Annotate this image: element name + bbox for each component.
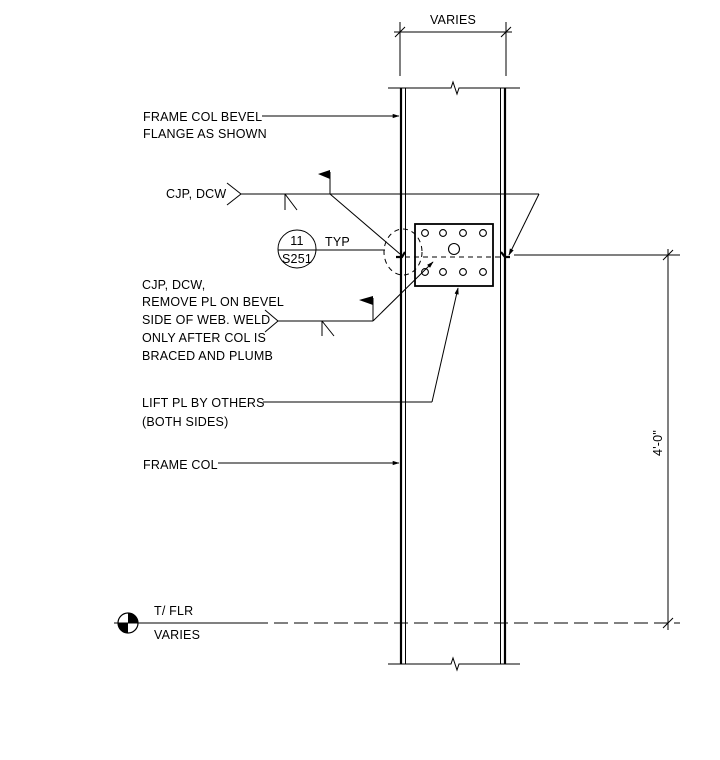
bottom-break-line xyxy=(388,656,520,672)
web-joint xyxy=(383,228,510,276)
frame-column xyxy=(388,80,520,672)
weld-bottom-line2: REMOVE PL ON BEVEL xyxy=(142,295,284,309)
weld-symbol-bottom: CJP, DCW, REMOVE PL ON BEVEL SIDE OF WEB… xyxy=(142,261,434,363)
frame-col-bevel-line1: FRAME COL BEVEL xyxy=(143,110,262,124)
floor-elevation-marker: T/ FLR VARIES xyxy=(114,604,680,642)
weld-bottom-line3: SIDE OF WEB. WELD xyxy=(142,313,270,327)
callout-frame-col-bevel: FRAME COL BEVEL FLANGE AS SHOWN xyxy=(143,110,400,141)
lift-plate xyxy=(414,223,494,287)
top-width-dimension: VARIES xyxy=(394,13,512,76)
lift-plate-line2: (BOTH SIDES) xyxy=(142,415,228,429)
callout-lift-plate: LIFT PL BY OTHERS (BOTH SIDES) xyxy=(142,287,459,429)
frame-col-label: FRAME COL xyxy=(143,458,218,472)
weld-top-label: CJP, DCW xyxy=(166,187,226,201)
detail-number: 11 xyxy=(290,234,303,248)
callout-frame-col: FRAME COL xyxy=(143,458,400,472)
lift-height-label: 4'-0" xyxy=(651,430,665,456)
weld-bottom-line5: BRACED AND PLUMB xyxy=(142,349,273,363)
top-width-label: VARIES xyxy=(430,13,476,27)
elevation-label: T/ FLR xyxy=(154,604,193,618)
weld-bottom-line1: CJP, DCW, xyxy=(142,278,205,292)
top-break-line xyxy=(388,80,520,96)
elevation-value: VARIES xyxy=(154,628,200,642)
weld-symbol-top: CJP, DCW xyxy=(166,170,540,256)
bevel-detail-circle xyxy=(383,228,423,276)
weld-bottom-line4: ONLY AFTER COL IS xyxy=(142,331,266,345)
lift-plate-line1: LIFT PL BY OTHERS xyxy=(142,396,265,410)
detail-typ-note: TYP xyxy=(325,235,350,249)
detail-sheet: S251 xyxy=(282,252,312,266)
frame-col-bevel-line2: FLANGE AS SHOWN xyxy=(143,127,267,141)
detail-reference-bubble: 11 S251 TYP xyxy=(277,229,385,269)
lift-height-dimension: 4'-0" xyxy=(514,249,680,630)
